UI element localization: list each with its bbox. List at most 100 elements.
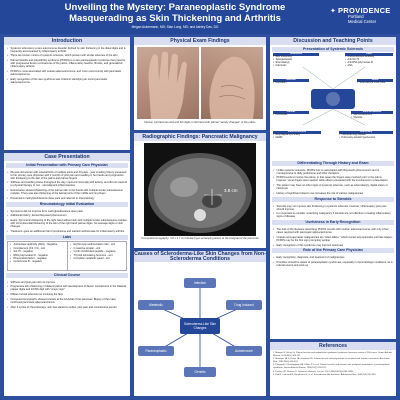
radiographic-panel: Radiographic Findings: Pancreatic Malign… [134,133,266,248]
list-item: Early recognition, diagnosis, and treatm… [273,256,393,259]
list-item: GERD [273,136,321,140]
presentation-heading: Presentation of Systemic Sclerosis [272,46,394,52]
steroids-heading: Response to Steroids [272,196,394,202]
list-item: Antinuclear antibody (ANA) - Negative [10,243,65,246]
list-item: Early recognition of this rare syndrome … [7,78,127,84]
list-item: Scl-70 - negative [10,250,65,253]
references-heading: References [270,342,396,350]
diagram-node-autoimmune: Autoimmune [235,349,253,353]
list-item: Stiffness and joint pain did not improve [7,281,127,284]
presentation-diagram: Cutaneous Skin thickening Telangiectasia… [273,53,393,159]
list-item: Centromere B - negative [10,260,65,263]
logo-name: PROVIDENCE [338,6,391,15]
logo-sub-line-1: Portland [348,14,364,19]
cell-list: Scleroderma renal crisis [357,81,393,85]
presentation-cell-gastrointestinal: Gastrointestinal Esophageal dysmotility … [273,131,321,140]
list-item: Exam: Symmetric thickening of the right … [7,219,127,228]
list-item: Providers should be aware of paraneoplas… [273,261,393,267]
ct-scan-illustration [148,153,252,233]
list-item: Stiffness and swelling worse throughout … [7,181,127,187]
presentation-lines [302,66,366,126]
list-item: Diffuse truncal sclerosis not involving … [7,293,127,296]
list-item: Pericarditis [273,113,309,117]
presentation-cell-pulmonary: Pulmonary Interstitial lung disease Pulm… [339,131,393,140]
hands-photo-left [137,47,199,119]
cell-title: Vascular [273,79,309,82]
list-item: Progressive skin thickening in bilateral… [7,285,127,291]
list-item: After 3 cycles of chemotherapy, skin has… [7,306,127,309]
reference-item: 2. Medsger TA Jr, Dixon JA, Garwood VF. … [273,358,390,363]
case-heading: Case Presentation [4,153,130,161]
cell-title: Cutaneous [273,53,319,56]
poster-header: Unveiling the Mystery: Paraneoplastic Sy… [0,0,400,34]
rheumatology-heading: Rheumatology Initial Evaluation [6,201,128,207]
cell-list: Interstitial lung disease Pulmonary arte… [339,133,393,140]
discussion-panel: Discussion and Teaching Points Presentat… [270,37,396,339]
presentation-cell-labs: Labs Anti-centromere antibody Anti-Scl-7… [345,53,393,68]
list-item: RNA polymerase III - negative [10,254,65,257]
cell-list: Pericarditis [273,113,309,117]
early-recognition-list: The bulk of the literature describing PF… [270,227,396,247]
case-presentation-panel: Case Presentation Initial Presentation w… [4,153,130,396]
radiographic-caption: Computed tomography: 3.8 x 2.7 cm lobula… [141,237,259,240]
list-item: PFPAS tends to involve the palms, in tha… [273,176,393,182]
list-item: Examination showed thickening of the pal… [7,189,127,195]
labs-right-list: Erythrocyte sedimentation rate - wnl C-r… [67,242,126,271]
differentiating-heading: Differentiating Through History and Exam [272,160,394,166]
palm-illustration [209,56,255,119]
list-item: Additional history: denied Raynaud pheno… [7,214,127,217]
list-item: Raynaud's [273,81,309,85]
primary-care-list: Early recognition, diagnosis, and treatm… [270,255,396,267]
logo-sub-line-2: Medical Center [348,18,377,24]
list-item: Complete metabolic panel - wnl [70,257,124,260]
reference-item: 5. Foti R, Leonardi R, Rondinone R, et a… [273,374,377,377]
list-item: History of significant tobacco use incre… [273,192,393,195]
list-item: The patient may have no other signs of s… [273,184,393,190]
list-item: Steroids may not improve skin thickening… [273,205,393,211]
labs-left-list: Antinuclear antibody (ANA) - Negative Co… [8,242,67,270]
diagram-node-paraneoplastic: Paraneoplastic [145,349,167,353]
logo-subtitle: Portland Medical Center [348,14,377,25]
radiographic-heading: Radiographic Findings: Pancreatic Malign… [134,133,266,141]
introduction-list: Systemic sclerosis is a rare autoimmune … [4,45,130,84]
differentiating-list: Unlike systemic sclerosis, PFPAS has no … [270,167,396,196]
physical-exam-heading: Physical Exam Findings [134,37,266,45]
list-item: Treatment: gave an additional trial of p… [7,230,127,233]
introduction-heading: Introduction [4,37,130,45]
list-item: Cyclic citrullinated peptide - negative [70,250,124,253]
presentation-cell-renal: Renal Scleroderma renal crisis [357,79,393,85]
rheumatology-list: Symptoms did not improve from methylpred… [4,208,130,233]
references-panel: References 1. Manger B, Schett G. Palmar… [270,342,396,396]
list-item: There are known mimics of systemic scler… [7,54,127,57]
list-item: Complement (C3, C4) - wnl [10,247,65,250]
list-item: Unlike systemic sclerosis, PFPAS has no … [273,169,393,175]
list-item: Ovarian and pancreatic malignancies are … [273,236,393,242]
physical-exam-caption: Flexion contractures 2nd and 4th digits … [144,121,256,124]
list-item: Rheumatoid factor - negative [10,257,65,260]
cell-list: Esophageal dysmotility GERD [273,133,321,140]
discussion-heading: Discussion and Teaching Points [270,37,396,45]
list-item: Pulmonary arterial hypertension [339,136,393,140]
list-item: ANA [345,64,393,68]
list-item: 66-year-old woman with osteoarthritis of… [7,171,127,180]
diagram-node-genetic: Genetic [194,370,206,374]
presentation-cell-cutaneous: Cutaneous Skin thickening Telangiectasia… [273,53,319,68]
diagram-node-infection: Infection [193,281,207,285]
labs-table: Antinuclear antibody (ANA) - Negative Co… [7,241,127,272]
list-item: Computed tomography showed a lesion at t… [7,298,127,304]
causes-panel: Causes of Scleroderma-Like Skin Changes … [134,251,266,396]
cell-title: Cardiac [273,111,309,114]
causes-diagram [138,278,262,377]
list-item: PFPAS is most associated with ovarian ad… [7,70,127,76]
cell-title: Pulmonary [339,131,393,134]
list-item: C-reactive protein - wnl [70,247,124,250]
list-item: Early recognition of this syndrome may i… [273,244,393,247]
diagram-node-metabolic: Metabolic [149,303,163,307]
cell-list: Skin thickening Telangiectasias Scleroda… [273,55,319,68]
labs-heading: Labs [6,234,128,240]
hand-illustration [148,51,187,119]
diagram-node-drug-induced: Drug Induced [234,303,254,307]
list-item: Scleroderma renal crisis [357,81,393,85]
list-item: Systemic sclerosis is a rare autoimmune … [7,47,127,53]
clinical-course-list: Stiffness and joint pain did not improve… [4,279,130,309]
